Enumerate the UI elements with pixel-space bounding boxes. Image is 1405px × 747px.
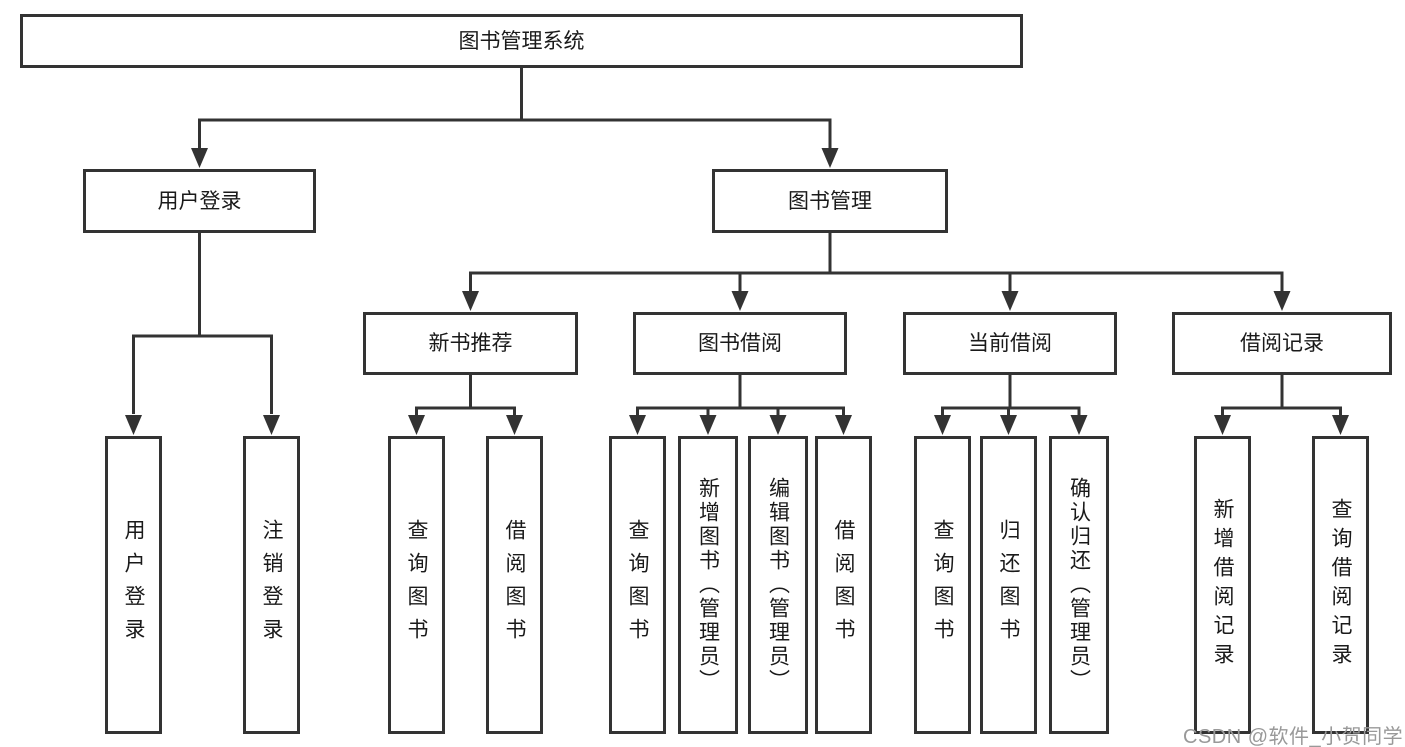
node-borrow-records-label: 借阅记录 [1240,332,1324,355]
node-user-login-label: 用户登录 [157,189,242,213]
leaf-user-login-label: 用户登录 [122,519,145,651]
node-root-label: 图书管理系统 [458,29,585,53]
node-current-borrow-label: 当前借阅 [968,332,1052,355]
node-book-management: 图书管理 [712,169,948,233]
leaf-current-query-books: 查询图书 [914,436,971,734]
leaf-logout-label: 注销登录 [260,519,283,651]
node-borrow-records: 借阅记录 [1172,312,1392,375]
leaf-borrow-borrow-books-label: 借阅图书 [832,519,855,651]
leaf-current-query-books-label: 查询图书 [931,519,954,651]
node-root: 图书管理系统 [20,14,1023,68]
csdn-watermark: CSDN @软件_小贺同学 [1183,726,1404,747]
leaf-borrow-query-books-label: 查询图书 [626,519,649,651]
leaf-borrow-borrow-books: 借阅图书 [815,436,872,734]
leaf-records-add-record-label: 新增借阅记录 [1211,498,1234,672]
node-new-book-recommend: 新书推荐 [363,312,578,375]
leaf-recommend-borrow-books: 借阅图书 [486,436,543,734]
leaf-current-return-books-label: 归还图书 [997,519,1020,651]
leaf-recommend-borrow-books-label: 借阅图书 [503,519,526,651]
leaf-records-query-record-label: 查询借阅记录 [1329,498,1352,672]
arrowhead-icons [125,148,1349,435]
node-user-login: 用户登录 [83,169,316,233]
node-new-book-recommend-label: 新书推荐 [428,332,513,355]
node-book-borrow: 图书借阅 [633,312,847,375]
tree-connectors [132,66,1342,415]
leaf-user-login: 用户登录 [105,436,162,734]
leaf-borrow-add-books-admin: 新增图书（管理员） [678,436,738,734]
node-current-borrow: 当前借阅 [903,312,1117,375]
leaf-recommend-query-books: 查询图书 [388,436,445,734]
leaf-current-return-books: 归还图书 [980,436,1037,734]
leaf-recommend-query-books-label: 查询图书 [405,519,428,651]
leaf-current-confirm-return-admin-label: 确认归还（管理员） [1067,477,1091,693]
leaf-borrow-add-books-admin-label: 新增图书（管理员） [696,477,720,693]
leaf-borrow-edit-books-admin: 编辑图书（管理员） [748,436,808,734]
leaf-records-query-record: 查询借阅记录 [1312,436,1369,734]
leaf-borrow-query-books: 查询图书 [609,436,666,734]
node-book-management-label: 图书管理 [788,189,872,213]
leaf-records-add-record: 新增借阅记录 [1194,436,1251,734]
leaf-logout: 注销登录 [243,436,300,734]
leaf-borrow-edit-books-admin-label: 编辑图书（管理员） [766,477,790,693]
leaf-current-confirm-return-admin: 确认归还（管理员） [1049,436,1109,734]
node-book-borrow-label: 图书借阅 [698,332,782,355]
